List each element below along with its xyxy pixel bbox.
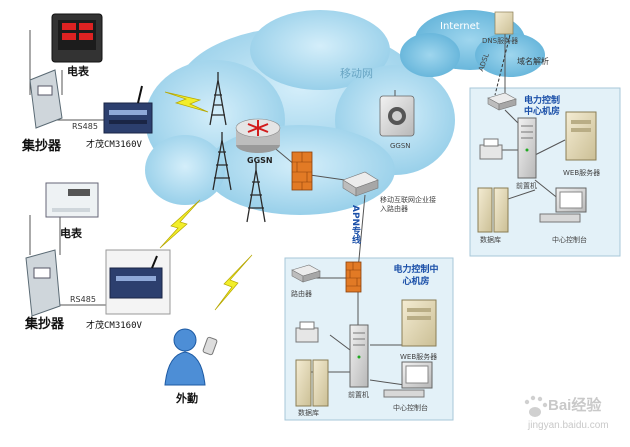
meter-label-top: 电表: [67, 65, 89, 78]
printer-right-icon: [479, 138, 503, 160]
domain-resolution-label: 域名解析: [517, 57, 549, 66]
firewall-icon: [345, 261, 362, 293]
web-server-right-icon: [565, 111, 597, 161]
ggsn-server-label: GGSN: [390, 142, 411, 150]
mobile-net-label: 移动网: [340, 67, 373, 80]
wireless-signal-icon: [164, 91, 209, 113]
modem-label-top: 才茂CM3160V: [86, 140, 142, 150]
firewall-icon: [291, 151, 313, 191]
console-bottom-label: 中心控制台: [393, 404, 428, 412]
meter-collector-top-icon: [29, 69, 63, 129]
baidu-paw-icon: [524, 395, 548, 417]
meter-label-bottom: 电表: [60, 227, 82, 240]
control-room-right-title: 电力控制中心机房: [523, 96, 560, 118]
database-bottom-icon: [295, 359, 329, 407]
database-right-label: 数据库: [480, 236, 501, 244]
field-staff-label: 外勤: [176, 392, 198, 405]
modem-bottom-icon: [105, 249, 171, 315]
electric-meter-top-icon: [51, 13, 103, 63]
internet-cloud: [400, 10, 545, 77]
front-server-right-icon: [517, 117, 537, 179]
dns-label: DNS服务器: [482, 37, 519, 45]
modem-label-bottom: 才茂CM3160V: [86, 321, 142, 331]
console-bottom-icon: [383, 361, 433, 398]
console-right-icon: [539, 187, 587, 223]
watermark-url: jingyan.baidu.com: [528, 420, 609, 431]
router-right-icon: [487, 92, 517, 111]
bus-label-top: RS485: [72, 122, 98, 131]
tower-icon: [212, 132, 232, 191]
ggsn-router-label: GGSN: [247, 156, 273, 165]
electric-meter-bottom-icon: [45, 182, 99, 218]
connection-lines: [29, 25, 566, 386]
router-bottom-label: 路由器: [291, 290, 312, 298]
watermark-brand: Bai经验: [548, 397, 602, 414]
enterprise-router-icon: [342, 171, 379, 197]
apn-label: APN专线: [350, 205, 360, 245]
ggsn-server-icon: [379, 95, 415, 137]
printer-bottom-icon: [295, 321, 319, 343]
web-server-bottom-icon: [401, 299, 437, 347]
web-server-right-label: WEB服务器: [563, 169, 601, 177]
bus-label-bottom: RS485: [70, 295, 96, 304]
tower-icon: [246, 162, 266, 223]
dns-server-icon: [494, 11, 514, 35]
meter-collector-bottom-icon: [25, 249, 61, 317]
database-right-icon: [477, 187, 509, 233]
web-server-bottom-label: WEB服务器: [400, 353, 438, 361]
control-room-bottom-title: 电力控制中心机房: [393, 265, 439, 287]
collector-label-bottom: 集抄器: [25, 317, 65, 332]
modem-top-icon: [103, 85, 153, 134]
front-server-right-label: 前置机: [516, 182, 537, 190]
collector-label-top: 集抄器: [22, 139, 62, 154]
router-bottom-icon: [291, 264, 321, 283]
front-server-bottom-label: 前置机: [348, 391, 369, 399]
wireless-signal-icon: [159, 199, 201, 249]
ggsn-router-icon: [235, 118, 281, 153]
wireless-signal-icon: [214, 254, 253, 311]
adsl-dashed-line: [494, 34, 511, 96]
enterprise-router-label: 移动互联网企业接入路由器: [380, 196, 436, 213]
internet-label: Internet: [440, 21, 480, 32]
console-right-label: 中心控制台: [552, 236, 587, 244]
database-bottom-label: 数据库: [298, 409, 319, 417]
field-staff-icon: [164, 328, 218, 386]
front-server-bottom-icon: [349, 324, 369, 388]
tower-icon: [209, 72, 227, 126]
